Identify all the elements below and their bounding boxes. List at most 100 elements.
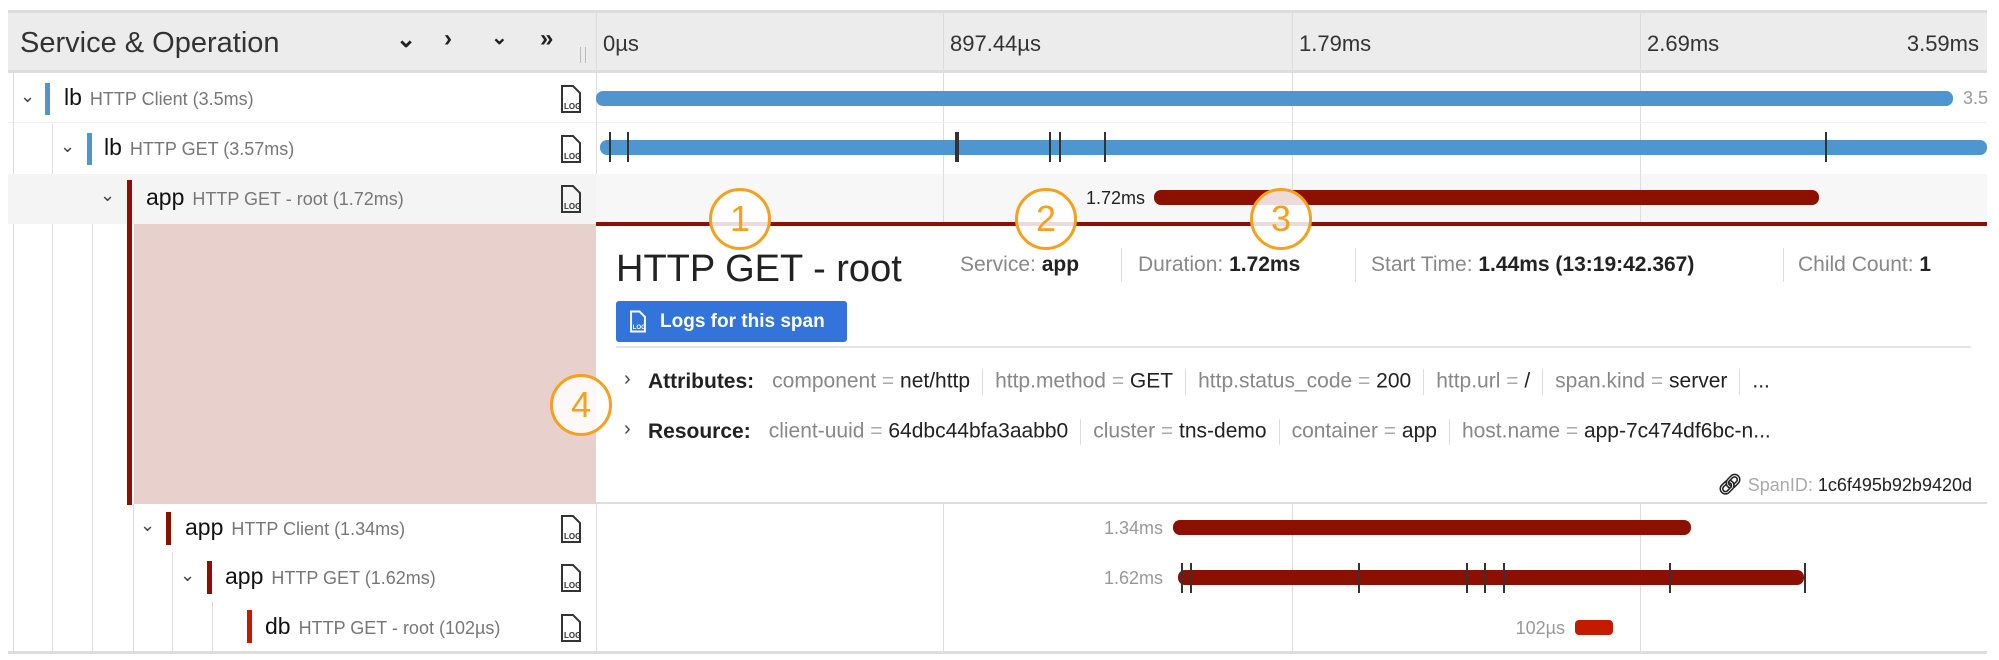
resource-label: Resource: <box>648 419 751 443</box>
chevron-right-icon[interactable]: › <box>624 368 631 390</box>
span-bar[interactable] <box>1173 520 1691 535</box>
key-value-item: cluster = tns-demo <box>1093 420 1266 443</box>
log-marker[interactable] <box>1484 563 1486 593</box>
svg-text:LOG: LOG <box>564 532 581 541</box>
log-icon[interactable]: LOG <box>558 84 584 114</box>
divider <box>1542 369 1544 395</box>
link-icon[interactable]: 🔗︎ <box>1717 474 1743 496</box>
duration-label: 1.62ms <box>1103 568 1163 588</box>
equals-sign: = <box>1645 369 1670 393</box>
log-marker[interactable] <box>1804 563 1806 593</box>
chevron-down-icon[interactable]: ⌄ <box>396 26 417 53</box>
log-marker[interactable] <box>955 132 957 162</box>
service-name: lb <box>64 84 82 110</box>
span-row-selected[interactable] <box>8 174 596 224</box>
divider <box>943 13 944 70</box>
key: http.method <box>995 369 1106 393</box>
chevron-right-icon[interactable]: › <box>624 418 631 440</box>
key-value-item: client-uuid = 64dbc44bfa3aabb0 <box>769 420 1069 443</box>
span-bar[interactable] <box>1178 570 1804 585</box>
log-marker[interactable] <box>1190 563 1192 593</box>
span-bar[interactable] <box>596 91 1953 106</box>
log-marker[interactable] <box>1049 132 1051 162</box>
log-icon[interactable]: LOG <box>558 134 584 164</box>
divider <box>1423 369 1425 395</box>
service-color-bar <box>45 83 50 115</box>
attributes-label: Attributes: <box>648 369 755 393</box>
service-name: db <box>265 613 291 639</box>
meta-label: Start Time: <box>1371 253 1473 276</box>
log-marker[interactable] <box>1358 563 1360 593</box>
key-value-item: container = app <box>1292 420 1437 443</box>
span-row[interactable] <box>8 73 1987 123</box>
log-marker[interactable] <box>609 132 611 162</box>
log-icon[interactable]: LOG <box>558 184 584 214</box>
log-marker[interactable] <box>1104 132 1106 162</box>
more-ellipsis[interactable]: ... <box>1752 369 1770 393</box>
value: server <box>1669 369 1728 393</box>
svg-text:LOG: LOG <box>633 324 647 331</box>
meta-child-count: Child Count: 1 <box>1798 253 1931 277</box>
key: component <box>772 369 877 393</box>
log-marker[interactable] <box>1669 563 1671 593</box>
equals-sign: = <box>876 369 901 393</box>
resize-handle[interactable] <box>580 47 586 63</box>
equals-sign: = <box>1377 419 1402 443</box>
chevron-down-icon[interactable]: ⌄ <box>60 136 76 156</box>
chevron-down-icon[interactable]: ⌄ <box>20 86 36 106</box>
meta-label: Duration: <box>1138 253 1224 276</box>
annotation-callout: 3 <box>1250 188 1312 250</box>
chevron-down-icon[interactable]: ⌄ <box>180 565 196 585</box>
spanid-label: SpanID: <box>1747 475 1813 495</box>
chevron-down-icon[interactable]: ⌄ <box>100 185 116 205</box>
annotation-callout: 1 <box>709 188 771 250</box>
log-marker[interactable] <box>1466 563 1468 593</box>
tick-label: 0µs <box>603 31 639 56</box>
log-marker[interactable] <box>1503 563 1505 593</box>
log-icon[interactable]: LOG <box>558 514 584 544</box>
log-marker[interactable] <box>957 132 959 162</box>
key: client-uuid <box>768 419 865 443</box>
log-marker[interactable] <box>1059 132 1061 162</box>
meta-value: app <box>1041 253 1080 276</box>
divider <box>1640 13 1641 70</box>
log-marker[interactable] <box>627 132 629 162</box>
equals-sign: = <box>1352 369 1377 393</box>
divider <box>596 13 597 70</box>
span-bar[interactable] <box>1575 620 1613 635</box>
logs-for-span-button[interactable]: LOG Logs for this span <box>616 301 847 342</box>
log-icon[interactable]: LOG <box>558 563 584 593</box>
span-bar[interactable] <box>600 140 1987 155</box>
tick-label: 897.44µs <box>950 31 1041 56</box>
grid-line <box>943 174 944 224</box>
chevron-right-icon[interactable]: › <box>444 25 452 52</box>
key: http.status_code <box>1198 369 1353 393</box>
double-chevron-down-icon[interactable]: ⌄​ <box>491 27 508 49</box>
log-icon[interactable]: LOG <box>558 613 584 643</box>
indent-guide <box>133 504 134 652</box>
key: http.url <box>1436 369 1501 393</box>
span-bar[interactable] <box>1154 190 1819 205</box>
log-marker[interactable] <box>1181 563 1183 593</box>
key: host.name <box>1461 419 1560 443</box>
meta-label: Service: <box>960 253 1036 276</box>
svg-text:LOG: LOG <box>564 152 581 161</box>
log-marker[interactable] <box>1825 132 1827 162</box>
key: span.kind <box>1555 369 1646 393</box>
spanid-value: 1c6f495b92b9420d <box>1817 475 1972 495</box>
meta-value: 1.44ms (13:19:42.367) <box>1478 253 1695 276</box>
double-chevron-right-icon[interactable]: » <box>540 25 554 52</box>
meta-label: Child Count: <box>1798 253 1914 276</box>
tick-label: 1.79ms <box>1299 31 1372 56</box>
service-name: lb <box>104 134 122 160</box>
duration-label: 102µs <box>1515 618 1565 638</box>
chevron-down-icon[interactable]: ⌄ <box>140 515 156 535</box>
